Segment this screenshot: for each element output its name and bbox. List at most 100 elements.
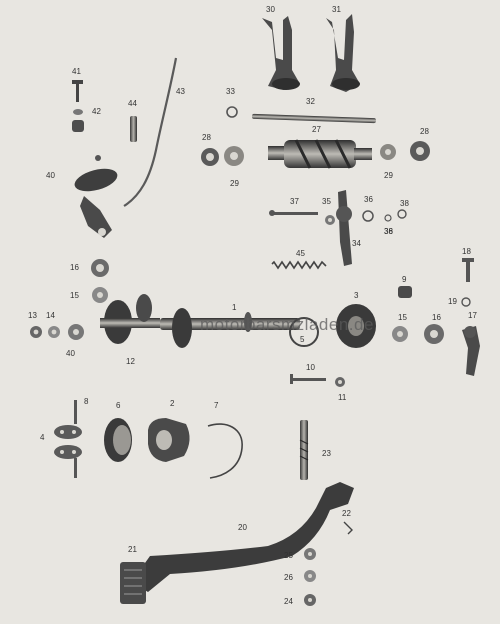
washer-14: [48, 326, 60, 338]
callout-18: 18: [462, 247, 471, 256]
callout-40a: 40: [46, 171, 55, 180]
screw-18: [462, 258, 474, 282]
nut-11: [335, 377, 345, 387]
washer-26: [304, 570, 316, 582]
callout-30: 30: [266, 5, 275, 14]
cable-43: [123, 57, 178, 207]
selector-plate-40: [74, 155, 118, 238]
callout-34: 34: [352, 239, 361, 248]
callout-13: 13: [28, 311, 37, 320]
circlip-33: [226, 106, 238, 118]
callout-16b: 16: [432, 313, 441, 322]
washer-40-lower: [68, 324, 84, 340]
callout-29a: 29: [230, 179, 239, 188]
callout-36a: 36: [364, 195, 373, 204]
ring-19: [461, 297, 471, 307]
callout-21: 21: [128, 545, 137, 554]
callout-6: 6: [116, 401, 121, 410]
callout-15b: 15: [398, 313, 407, 322]
mainshaft-1: [160, 308, 300, 348]
washer-29-left: [224, 146, 244, 166]
callout-4: 4: [40, 433, 45, 442]
callout-17: 17: [468, 311, 477, 320]
shift-fork-30: [262, 16, 300, 90]
spring-45: [271, 260, 327, 270]
callout-28a: 28: [202, 133, 211, 142]
callout-41: 41: [72, 67, 81, 76]
callout-23: 23: [322, 449, 331, 458]
filter-21: [120, 562, 146, 604]
shift-fork-31: [326, 14, 360, 92]
pin-44: [130, 116, 137, 142]
callout-22: 22: [342, 509, 351, 518]
callout-8: 8: [84, 397, 89, 406]
shift-lever-34: [336, 190, 352, 266]
callout-44: 44: [128, 99, 137, 108]
nut-13: [30, 326, 42, 338]
callout-24: 24: [284, 597, 293, 606]
callout-10: 10: [306, 363, 315, 372]
callout-42: 42: [92, 107, 101, 116]
gear-3: [336, 304, 376, 348]
bolt-10: [290, 374, 326, 384]
callout-26: 26: [284, 573, 293, 582]
bolt-41: [72, 80, 83, 102]
callout-36b: 36: [384, 227, 393, 236]
callout-20: 20: [238, 523, 247, 532]
callout-12: 12: [126, 357, 135, 366]
washer-28-left: [201, 148, 219, 166]
drum-6: [104, 418, 132, 462]
bearing-16-upper: [91, 259, 109, 277]
washer-42: [72, 109, 84, 132]
washer-29-right: [380, 144, 396, 160]
washer-15-upper: [92, 287, 108, 303]
housing-2: [148, 418, 190, 462]
kick-lever-20: [138, 482, 354, 592]
watermark-text: motorbarsmzladen.de: [200, 315, 374, 334]
callout-11: 11: [338, 393, 347, 402]
washer-36: [362, 210, 374, 222]
callout-33: 33: [226, 87, 235, 96]
callout-38a: 38: [400, 199, 409, 208]
spindle-23: [299, 420, 309, 480]
callout-29b: 29: [384, 171, 393, 180]
ring-5: [289, 317, 319, 347]
shift-drum-27: [268, 139, 372, 169]
bearing-16-lower: [424, 324, 444, 344]
callout-31: 31: [332, 5, 341, 14]
plates-4: [54, 425, 82, 459]
callout-40b: 40: [66, 349, 75, 358]
pin-37: [269, 210, 318, 216]
callout-35: 35: [322, 197, 331, 206]
callout-32: 32: [306, 97, 315, 106]
fork-shaft-32: [252, 113, 376, 124]
callout-9: 9: [402, 275, 407, 284]
callout-37: 37: [290, 197, 299, 206]
washer-35: [325, 215, 335, 225]
washer-15-lower: [392, 326, 408, 342]
callout-5: 5: [300, 335, 305, 344]
callout-3: 3: [354, 291, 359, 300]
ring-38-upper: [397, 209, 407, 219]
nut-25: [304, 548, 316, 560]
sleeve-9: [398, 286, 412, 298]
callout-7: 7: [214, 401, 219, 410]
callout-14: 14: [46, 311, 55, 320]
callout-2: 2: [170, 399, 175, 408]
clip-22: [343, 521, 353, 535]
callout-25: 25: [284, 551, 293, 560]
callout-27: 27: [312, 125, 321, 134]
nut-24: [304, 594, 316, 606]
callout-45: 45: [296, 249, 305, 258]
bolts-8: [74, 400, 77, 478]
callout-28b: 28: [420, 127, 429, 136]
callout-38b: 38: [384, 227, 393, 236]
callout-19: 19: [448, 297, 457, 306]
callout-43: 43: [176, 87, 185, 96]
washer-28-right: [410, 141, 430, 161]
lever-17: [462, 326, 480, 376]
spring-clip-7: [207, 423, 243, 479]
callout-15a: 15: [70, 291, 79, 300]
